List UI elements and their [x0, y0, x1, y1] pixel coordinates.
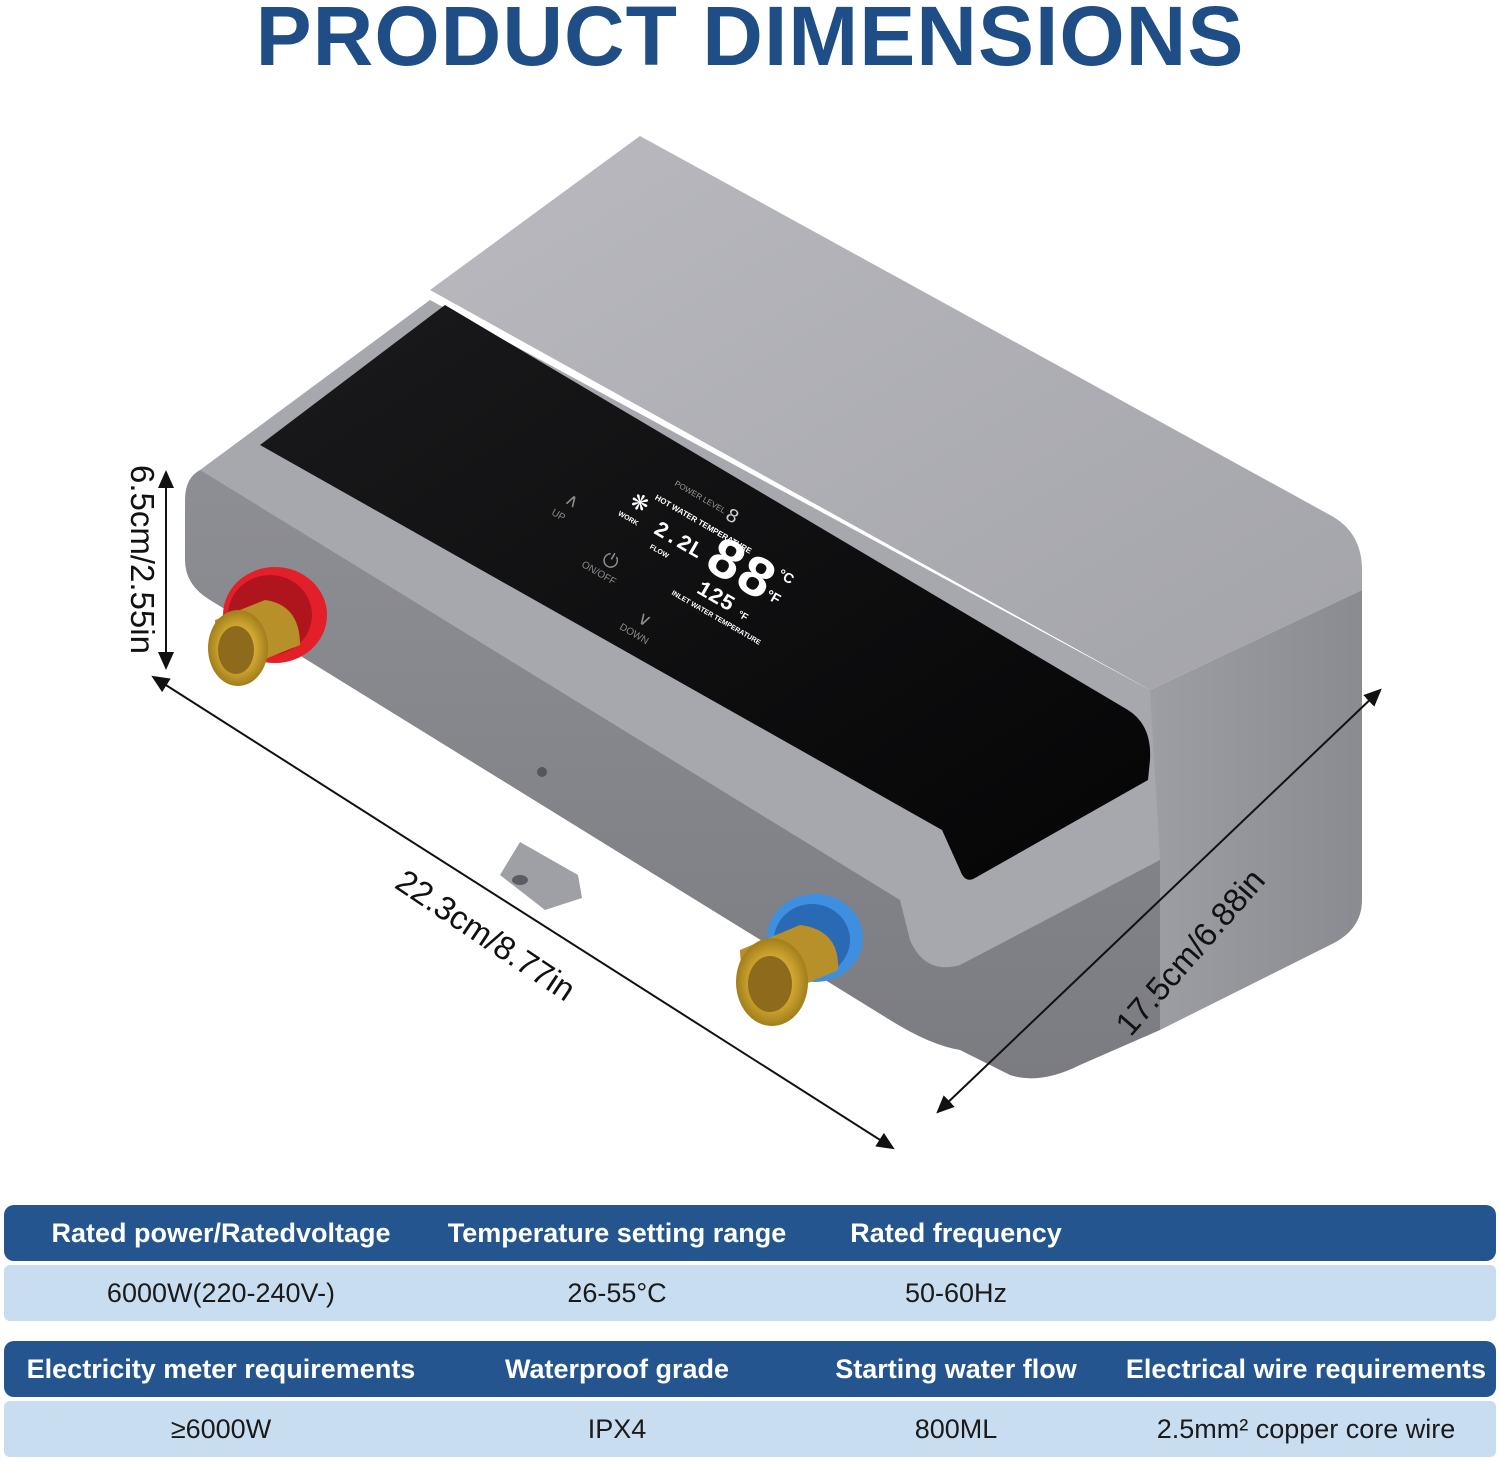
spec-table-1-header: Rated power/Ratedvoltage Temperature set…	[4, 1205, 1496, 1261]
spec-table-2-header: Electricity meter requirements Waterproo…	[4, 1341, 1496, 1397]
value-rated-power: 6000W(220-240V-)	[106, 1277, 336, 1308]
control-panel	[260, 305, 1151, 880]
mounting-bracket	[500, 842, 582, 910]
value-waterproof-grade: IPX4	[587, 1413, 647, 1444]
bracket-hole	[512, 875, 528, 885]
unit-celsius: °C	[775, 565, 797, 587]
value-rated-frequency: 50-60Hz	[904, 1277, 1008, 1308]
header-rated-frequency: Rated frequency	[850, 1217, 1062, 1248]
spec-table-2: Electricity meter requirements Waterproo…	[4, 1341, 1496, 1457]
value-starting-water-flow: 800ML	[914, 1413, 998, 1444]
length-dimension-arrow	[151, 675, 895, 1150]
housing-top	[430, 136, 1362, 690]
depth-dimension-arrow	[936, 688, 1382, 1114]
header-starting-water-flow: Starting water flow	[835, 1353, 1077, 1384]
header-rated-power: Rated power/Ratedvoltage	[51, 1217, 391, 1248]
inlet-unit: °F	[735, 609, 749, 624]
spec-table-1: Rated power/Ratedvoltage Temperature set…	[4, 1205, 1496, 1321]
value-temp-range: 26-55°C	[567, 1277, 667, 1308]
height-dimension-label: 6.5cm/2.55in	[124, 465, 161, 654]
spec-table-2-values: ≥6000W IPX4 800ML 2.5mm² copper core wir…	[4, 1401, 1496, 1457]
page-title: PRODUCT DIMENSIONS	[255, 0, 1245, 83]
water-heater-illustration: POWER LEVEL 8 HOT WATER TEMPERATURE 88 °…	[151, 136, 1382, 1150]
spec-table-1-values: 6000W(220-240V-) 26-55°C 50-60Hz	[4, 1265, 1496, 1321]
header-electricity-meter: Electricity meter requirements	[26, 1353, 416, 1384]
hot-water-fitting	[208, 567, 327, 686]
header-waterproof-grade: Waterproof grade	[504, 1353, 729, 1384]
header-electrical-wire: Electrical wire requirements	[1125, 1353, 1487, 1384]
value-electricity-meter: ≥6000W	[170, 1413, 272, 1444]
header-temp-range: Temperature setting range	[447, 1217, 787, 1248]
value-electrical-wire: 2.5mm² copper core wire	[1156, 1413, 1456, 1444]
indicator-hole	[537, 767, 547, 777]
